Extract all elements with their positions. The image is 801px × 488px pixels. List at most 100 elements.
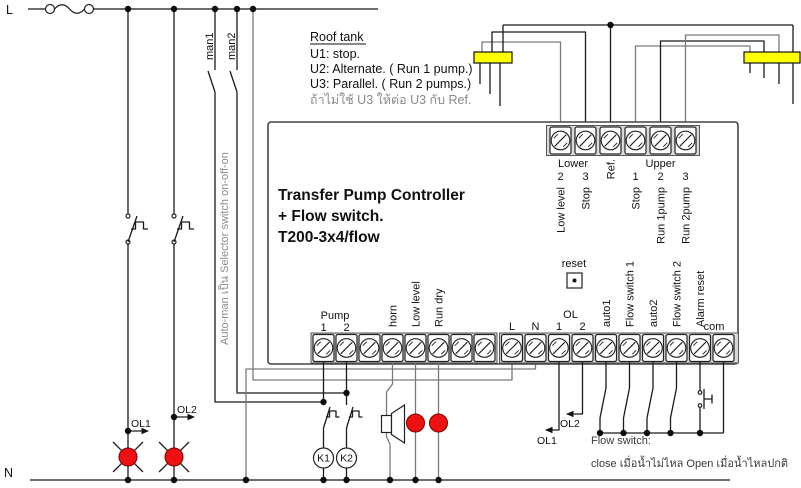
ol2-ref-label: OL2	[560, 418, 580, 430]
flow-switch-note: Flow switch: close เมื่อน้ำไม่ไหล Open เ…	[591, 435, 788, 470]
auto1-switch-icon	[599, 362, 607, 433]
reset-label: reset	[562, 258, 586, 270]
svg-text:U1: stop.: U1: stop.	[310, 47, 360, 61]
terminal-ol1	[547, 333, 571, 363]
com-bus-wire	[600, 362, 725, 434]
terminal-lower-3	[574, 126, 597, 155]
svg-text:Pump: Pump	[321, 310, 350, 322]
lower-sensor-bar	[473, 51, 513, 64]
k2-aux-contact-icon	[345, 406, 363, 429]
lower-tank-sensor	[473, 24, 793, 125]
terminal-horn	[381, 333, 404, 363]
svg-text:2: 2	[343, 322, 349, 334]
run-dry-lamp-icon	[429, 413, 448, 433]
svg-text:Stop: Stop	[581, 187, 593, 210]
man1-label: man1	[204, 32, 216, 60]
controller-title: Transfer Pump Controller + Flow switch. …	[278, 187, 465, 246]
svg-text:Flow switch:: Flow switch:	[591, 435, 651, 447]
junction-dots	[124, 5, 704, 484]
terminal-flow2	[665, 333, 688, 363]
svg-text:N: N	[532, 321, 540, 333]
bottom-terminal-strip-right: L N OL 1 2 auto1 Flow switch 1 auto2 Flo…	[499, 261, 739, 364]
svg-text:Stop: Stop	[631, 187, 643, 210]
svg-text:Upper: Upper	[646, 158, 676, 170]
contactor-k1-branch: K1	[312, 362, 340, 480]
pressure-switch-2-icon	[171, 213, 194, 245]
svg-text:+ Flow switch.: + Flow switch.	[278, 208, 384, 225]
svg-text:auto2: auto2	[648, 299, 660, 327]
ol2-ref-arrow-icon	[566, 410, 574, 418]
low-level-lamp-branch	[406, 362, 425, 480]
terminal-com	[712, 333, 735, 363]
terminal-upper-3	[674, 126, 697, 155]
lamp-branch-1: OL1	[112, 9, 151, 480]
svg-text:Run 1pump: Run 1pump	[656, 187, 668, 244]
svg-text:1: 1	[632, 171, 638, 183]
svg-text:1: 1	[320, 322, 326, 334]
roof-tank-title: Roof tank	[310, 30, 364, 44]
man1-branch: man1	[204, 9, 324, 403]
terminal-spare3	[473, 333, 496, 363]
svg-text:horn: horn	[388, 305, 400, 327]
svg-text:Flow switch 1: Flow switch 1	[625, 261, 637, 327]
svg-text:U3: Parallel. ( Run 2 pumps.): U3: Parallel. ( Run 2 pumps.)	[310, 77, 471, 91]
terminal-ol2	[571, 333, 594, 363]
svg-text:Ref.: Ref.	[606, 159, 618, 179]
man1-switch-icon	[207, 70, 216, 93]
svg-text:Alarm reset: Alarm reset	[695, 271, 707, 327]
k2-label: K2	[340, 453, 353, 465]
svg-text:2: 2	[657, 171, 663, 183]
run-dry-lamp-branch	[429, 362, 448, 480]
terminal-ref	[599, 126, 622, 155]
svg-text:com: com	[704, 321, 725, 333]
reset-button[interactable]: reset	[562, 258, 586, 289]
top-terminal-strip: Lower Upper Ref. 2 3 1 2 3 Low level Sto…	[546, 125, 700, 244]
terminal-auto1	[594, 333, 618, 363]
k2-coil-icon	[335, 447, 358, 469]
terminal-pump2	[335, 333, 358, 363]
pressure-switch-1-icon	[125, 213, 148, 245]
svg-text:Lower: Lower	[558, 158, 588, 170]
upper-tank-sensor	[634, 25, 801, 125]
ol1-reference: OL1	[537, 362, 560, 447]
svg-text:1: 1	[556, 321, 562, 333]
k1-aux-contact-icon	[322, 406, 340, 429]
terminal-lower-2	[549, 126, 572, 155]
pilot-lamp-1-icon	[112, 441, 144, 473]
upper-sensor-bar	[743, 51, 801, 64]
mains-l-label: L	[6, 3, 13, 17]
lower-electrodes	[479, 63, 501, 106]
roof-tank-note: Roof tank U1: stop. U2: Alternate. ( Run…	[310, 30, 473, 107]
alarm-reset-button-icon	[697, 362, 713, 433]
terminal-low-level	[404, 333, 427, 363]
mains-l-line: L	[6, 3, 378, 17]
k1-coil-icon	[312, 447, 335, 469]
l-feed-wire	[252, 9, 513, 381]
pilot-lamp-2-icon	[158, 441, 190, 473]
terminal-auto2	[641, 333, 665, 363]
svg-text:U2: Alternate. ( Run 1 pump.): U2: Alternate. ( Run 1 pump.)	[310, 62, 473, 76]
bottom-terminal-strip-left: Pump 1 2 horn Low level Run dry	[310, 281, 498, 364]
fuse-symbol	[44, 3, 95, 15]
svg-text:2: 2	[579, 321, 585, 333]
svg-text:Low level: Low level	[556, 187, 568, 233]
svg-text:3: 3	[682, 171, 688, 183]
ol1-arrow-icon	[141, 427, 149, 435]
svg-text:Flow switch 2: Flow switch 2	[672, 261, 684, 327]
ol2-tap-label: OL2	[177, 404, 197, 416]
controller-box	[267, 121, 739, 365]
automan-note: Auto-man เป็น Selector switch on-off-on	[217, 152, 231, 345]
ref-wire	[502, 24, 793, 125]
terminal-upper-2	[649, 126, 672, 155]
ol1-ref-label: OL1	[537, 435, 557, 447]
terminal-run-dry	[427, 333, 450, 363]
man2-switch-icon	[229, 70, 238, 93]
svg-text:3: 3	[582, 171, 588, 183]
flow-switch-2-icon	[669, 362, 678, 433]
ol1-ref-arrow-icon	[545, 426, 553, 434]
low-level-lamp-icon	[406, 413, 425, 433]
svg-text:L: L	[509, 321, 515, 333]
svg-text:OL: OL	[563, 309, 578, 321]
terminal-pump1	[312, 333, 335, 363]
